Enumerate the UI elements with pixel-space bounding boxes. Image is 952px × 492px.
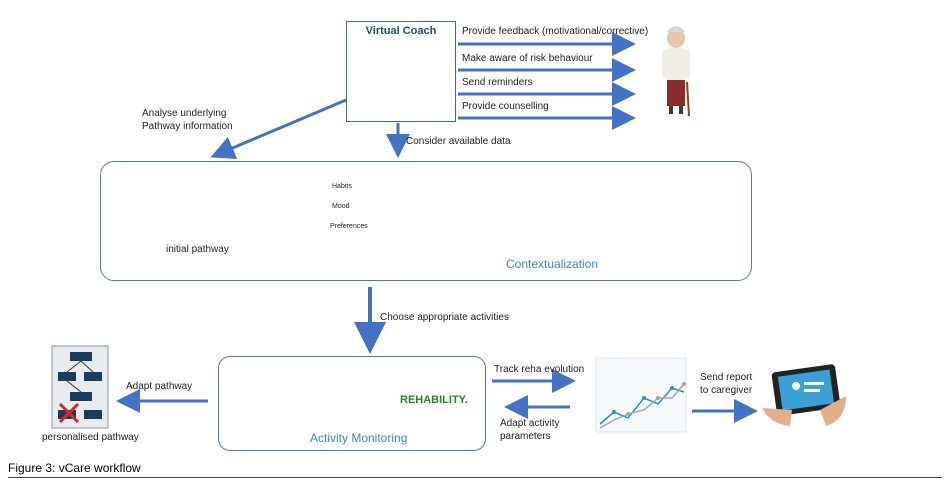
caption-rule: [8, 477, 942, 478]
analyse-label-line1: Analyse underlying: [142, 108, 227, 119]
adapt-params-label-line1: Adapt activity: [500, 418, 560, 429]
initial-pathway-label: initial pathway: [166, 244, 229, 255]
coach-action-reminders: Send reminders: [462, 77, 533, 88]
adapt-pathway-label: Adapt pathway: [126, 381, 193, 392]
send-report-label-line2: to caregiver: [700, 385, 753, 396]
coach-action-risk: Make aware of risk behaviour: [462, 53, 593, 64]
adapt-params-label-line2: parameters: [500, 431, 551, 442]
figure-caption: Figure 3: vCare workflow: [8, 461, 141, 475]
input-preferences-label: Preferences: [330, 223, 368, 230]
virtual-coach-box: Virtual Coach: [346, 21, 456, 122]
arrow-analyse: [210, 98, 347, 160]
send-report-label-line1: Send report: [700, 372, 753, 383]
progress-chart-icon: [595, 357, 687, 433]
rehability-logo-text: REHABILITY.: [400, 394, 468, 406]
coach-action-counselling: Provide counselling: [462, 101, 549, 112]
elderly-woman-icon: [662, 26, 690, 117]
analyse-label-line2: Pathway information: [142, 121, 233, 132]
contextualization-title: Contextualization: [506, 257, 599, 271]
personalised-pathway-label: personalised pathway: [42, 432, 139, 443]
personalised-pathway-flowchart: [51, 345, 109, 429]
choose-activities-label: Choose appropriate activities: [380, 312, 509, 323]
contextualization-box: [100, 161, 752, 281]
activity-monitoring-title: Activity Monitoring: [310, 431, 408, 445]
consider-data-label: Consider available data: [406, 136, 511, 147]
track-reha-label: Track reha evolution: [494, 364, 585, 375]
input-habits-label: Habits: [332, 183, 352, 190]
activity-monitoring-box: [218, 356, 486, 451]
input-mood-label: Mood: [332, 203, 350, 210]
tablet-caregiver-icon: [762, 364, 846, 426]
coach-action-feedback: Provide feedback (motivational/correctiv…: [462, 26, 649, 37]
virtual-coach-title: Virtual Coach: [365, 25, 437, 37]
